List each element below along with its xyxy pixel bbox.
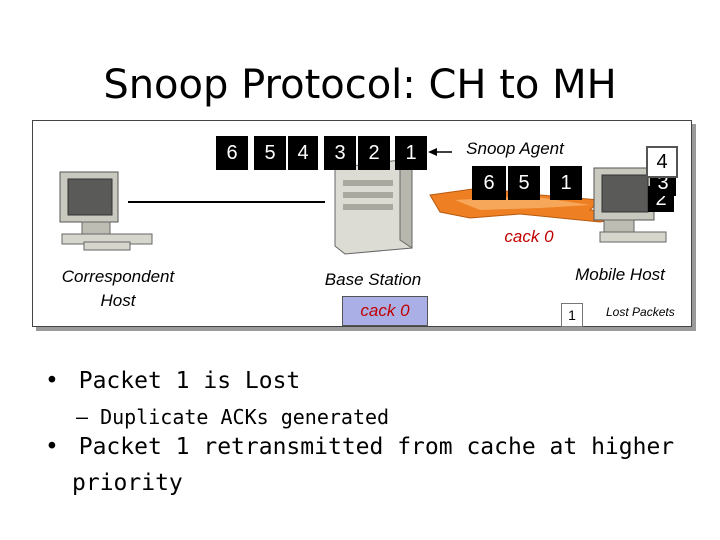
correspondent-host-label: Correspondent Host <box>48 265 188 313</box>
bullet-1-symbol: • <box>45 368 59 394</box>
queue-packet-1: 1 <box>395 136 427 170</box>
bullet-1-text: Packet 1 is Lost <box>79 368 301 394</box>
bullet-2: • Packet 1 retransmitted from cache at h… <box>45 434 674 460</box>
correspondent-host-label-line2: Host <box>101 291 136 310</box>
correspondent-host-label-line1: Correspondent <box>62 267 174 286</box>
mh-packet-4: 4 <box>646 146 678 178</box>
queue-packet-6: 6 <box>216 136 248 170</box>
wireless-ack: cack 0 <box>492 224 566 250</box>
queue-packet-3: 3 <box>324 136 356 170</box>
bullet-2-text: Packet 1 retransmitted from cache at hig… <box>79 434 674 460</box>
bullet-1: • Packet 1 is Lost <box>45 368 300 394</box>
sub-bullet-1: – Duplicate ACKs generated <box>76 405 389 429</box>
correspondent-host-computer-icon <box>60 172 152 250</box>
wireless-packet-5: 5 <box>508 166 540 200</box>
snoop-agent-label: Snoop Agent <box>455 139 575 159</box>
queue-packet-2: 2 <box>358 136 390 170</box>
wireless-packet-1: 1 <box>550 166 582 200</box>
base-station-ack: cack 0 <box>342 296 428 326</box>
queue-packet-5: 5 <box>254 136 286 170</box>
queue-packet-4: 4 <box>288 136 318 170</box>
legend-lost-packet-box: 1 <box>561 303 583 327</box>
bullet-2-continued: priority <box>72 470 183 496</box>
base-station-tower-icon <box>335 160 412 254</box>
legend-lost-packets-label: Lost Packets <box>606 305 696 319</box>
bullet-2-symbol: • <box>45 434 59 460</box>
mobile-host-label: Mobile Host <box>560 265 680 285</box>
wireless-packet-6: 6 <box>472 166 506 200</box>
base-station-label: Base Station <box>306 270 440 290</box>
